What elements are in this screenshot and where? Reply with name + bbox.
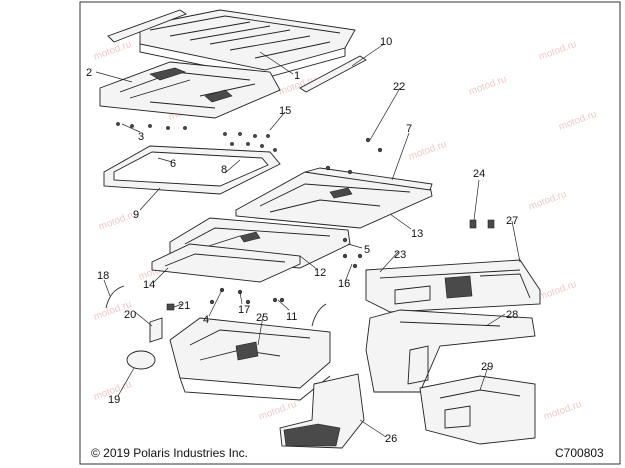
- leader-lines: [95, 43, 521, 438]
- roof-seal-frame: [103, 145, 281, 195]
- callout-29: 29: [481, 361, 493, 373]
- callout-12: 12: [314, 267, 326, 279]
- callout-7: 7: [406, 123, 412, 135]
- callout-3: 3: [138, 131, 144, 143]
- diagram-code: C700803: [555, 446, 604, 460]
- callout-25: 25: [256, 312, 268, 324]
- callout-15: 15: [279, 105, 291, 117]
- callout-11: 11: [286, 311, 297, 323]
- watermark: motod.ru: [97, 209, 138, 233]
- watermark: motod.ru: [92, 39, 133, 63]
- watermark: motod.ru: [537, 39, 578, 63]
- callout-labels: 1 2 3 4 5 6 7 8 9 10 11 12 13 14 15 16 1…: [86, 36, 518, 445]
- fastener-set: [116, 122, 277, 152]
- callout-17: 17: [238, 304, 250, 316]
- callout-24: 24: [473, 168, 485, 180]
- mirror: [126, 317, 163, 370]
- callout-6: 6: [170, 158, 176, 170]
- headliner: [99, 61, 281, 119]
- watermark: motod.ru: [537, 279, 578, 303]
- watermark: motod.ru: [257, 399, 298, 423]
- callout-22: 22: [393, 81, 405, 93]
- side-panel-lower: [419, 375, 536, 445]
- callout-19: 19: [108, 394, 120, 406]
- seal-strip-left: [107, 9, 187, 43]
- callout-9: 9: [133, 209, 139, 221]
- callout-26: 26: [385, 433, 397, 445]
- watermark: motod.ru: [527, 189, 568, 213]
- callout-20: 20: [124, 309, 136, 321]
- diagram-border: [79, 1, 621, 465]
- callout-28: 28: [506, 309, 518, 321]
- floor-mat: [279, 373, 365, 449]
- dash-panel: [151, 217, 351, 283]
- callout-1: 1: [294, 70, 300, 82]
- copyright-notice: © 2019 Polaris Industries Inc.: [91, 446, 248, 460]
- watermark: motod.ru: [542, 399, 583, 423]
- side-panel: [365, 309, 536, 393]
- callout-14: 14: [143, 279, 155, 291]
- rear-trim-panel: [235, 167, 433, 229]
- callout-4: 4: [203, 314, 209, 326]
- watermark: motod.ru: [467, 74, 508, 98]
- rear-wall-trim: [365, 259, 541, 313]
- callout-5: 5: [364, 244, 370, 256]
- watermark: motod.ru: [407, 139, 448, 163]
- seal-strip-right: [299, 55, 367, 93]
- callout-23: 23: [394, 249, 406, 261]
- callout-8: 8: [221, 164, 227, 176]
- callout-27: 27: [506, 215, 518, 227]
- callout-16: 16: [338, 278, 350, 290]
- callout-10: 10: [380, 36, 392, 48]
- callout-2: 2: [86, 67, 92, 79]
- grab-handle: [105, 285, 327, 327]
- floor-panel: [169, 317, 331, 401]
- watermark: motod.ru: [557, 109, 598, 133]
- callout-21: 21: [178, 300, 190, 312]
- callout-18: 18: [97, 270, 109, 282]
- callout-13: 13: [411, 228, 423, 240]
